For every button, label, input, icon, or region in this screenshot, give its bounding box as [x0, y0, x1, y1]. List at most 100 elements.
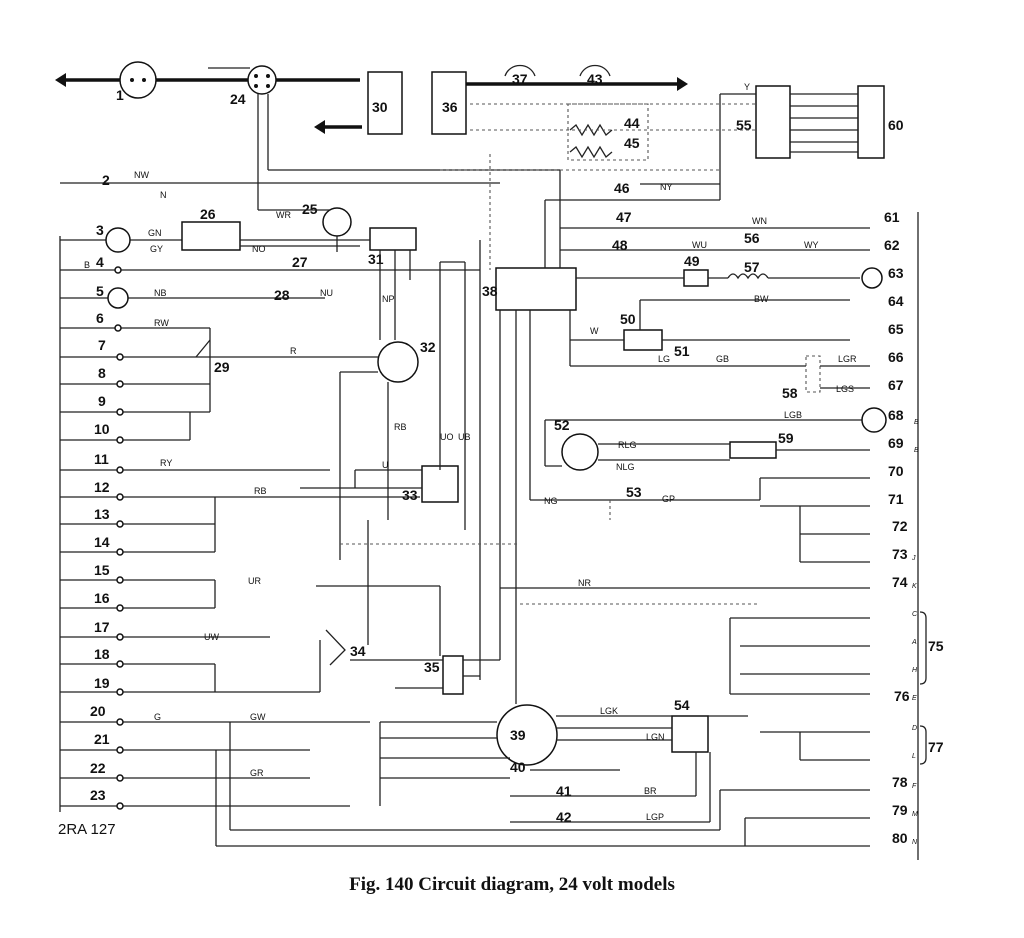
svg-text:25: 25 — [302, 201, 318, 217]
middle-wiring — [215, 93, 870, 847]
svg-text:47: 47 — [616, 209, 632, 225]
component-label-11: 11 — [94, 451, 109, 467]
component-49: 49 — [683, 253, 709, 287]
svg-text:50: 50 — [620, 311, 636, 327]
component-44: 44 45 — [567, 103, 649, 161]
component-label-3: 3 — [96, 222, 104, 238]
svg-text:G: G — [154, 712, 161, 722]
svg-text:B: B — [914, 419, 919, 426]
svg-text:75: 75 — [928, 638, 944, 654]
svg-text:H: H — [912, 667, 918, 674]
component-37: 37 — [504, 64, 536, 87]
svg-text:35: 35 — [424, 659, 440, 675]
component-label-13: 13 — [94, 506, 110, 522]
svg-text:28: 28 — [274, 287, 290, 303]
right-component-labels: 61 62 63 64 65 66 67 68 69 70 71 72 73 7… — [861, 209, 944, 846]
component-label-12: 12 — [94, 479, 110, 495]
svg-text:61: 61 — [884, 209, 900, 225]
svg-text:52: 52 — [554, 417, 570, 433]
svg-text:67: 67 — [888, 377, 904, 393]
svg-text:41: 41 — [556, 783, 572, 799]
svg-text:34: 34 — [350, 643, 366, 659]
svg-text:GP: GP — [662, 494, 675, 504]
svg-text:WY: WY — [804, 240, 819, 250]
svg-text:LGN: LGN — [646, 732, 665, 742]
svg-text:GW: GW — [250, 712, 266, 722]
component-24: 24 — [208, 65, 277, 107]
component-35: 35 — [424, 655, 464, 695]
svg-text:UB: UB — [458, 432, 471, 442]
svg-text:31: 31 — [368, 251, 384, 267]
component-30: 30 — [367, 71, 403, 135]
component-label-60: 60 — [888, 117, 904, 133]
svg-text:BW: BW — [754, 294, 769, 304]
component-label-43: 43 — [587, 71, 603, 87]
svg-text:NO: NO — [252, 244, 266, 254]
component-label-5: 5 — [96, 283, 104, 299]
svg-text:70: 70 — [888, 463, 904, 479]
component-label-37: 37 — [512, 71, 528, 87]
svg-text:RY: RY — [160, 458, 172, 468]
svg-text:62: 62 — [884, 237, 900, 253]
svg-text:BR: BR — [644, 786, 657, 796]
component-label-23: 23 — [90, 787, 106, 803]
svg-text:29: 29 — [214, 359, 230, 375]
right-brackets — [919, 611, 927, 765]
component-label-9: 9 — [98, 393, 106, 409]
svg-text:U: U — [382, 460, 389, 470]
svg-text:RLG: RLG — [618, 440, 637, 450]
component-34: 34 — [325, 629, 366, 666]
component-28: 28 — [274, 287, 290, 303]
svg-text:RB: RB — [254, 486, 267, 496]
component-1: 1 — [116, 61, 157, 103]
left-component-labels: 2 3 4 5 6 7 8 9 10 11 12 13 14 15 16 17 … — [90, 172, 131, 803]
component-label-15: 15 — [94, 562, 110, 578]
svg-text:N: N — [912, 839, 918, 846]
svg-text:LGB: LGB — [784, 410, 802, 420]
svg-text:56: 56 — [744, 230, 760, 246]
component-33: 33 — [402, 465, 459, 503]
component-5-body — [107, 287, 129, 309]
svg-text:B: B — [84, 260, 90, 270]
svg-text:38: 38 — [482, 283, 498, 299]
svg-text:53: 53 — [626, 484, 642, 500]
svg-text:66: 66 — [888, 349, 904, 365]
svg-text:D: D — [912, 725, 917, 732]
svg-text:UO: UO — [440, 432, 454, 442]
svg-text:RW: RW — [154, 318, 169, 328]
component-60: 60 — [857, 85, 904, 159]
component-label-7: 7 — [98, 337, 106, 353]
component-51: 51 — [674, 343, 690, 359]
component-43: 43 — [579, 64, 611, 87]
component-46: 46 — [614, 180, 630, 196]
svg-text:39: 39 — [510, 727, 526, 743]
svg-text:68: 68 — [888, 407, 904, 423]
component-label-21: 21 — [94, 731, 110, 747]
component-42: 42 — [556, 809, 572, 825]
component-3-body — [105, 227, 131, 253]
svg-text:NG: NG — [544, 496, 558, 506]
component-label-44: 44 — [624, 115, 640, 131]
svg-text:49: 49 — [684, 253, 700, 269]
component-label-17: 17 — [94, 619, 110, 635]
wire-code-labels: NW N GN GY NO NB NU RW R RY RB UR UW G G… — [84, 82, 857, 822]
reference-code: 2RA 127 — [58, 821, 116, 838]
svg-text:NY: NY — [660, 182, 673, 192]
component-47: 47 — [616, 209, 632, 225]
svg-text:32: 32 — [420, 339, 436, 355]
component-53: 53 — [626, 484, 642, 500]
component-label-30: 30 — [372, 99, 388, 115]
svg-text:58: 58 — [782, 385, 798, 401]
component-label-10: 10 — [94, 421, 110, 437]
component-55: 55 — [736, 85, 791, 159]
component-59: 59 — [729, 430, 794, 459]
svg-text:40: 40 — [510, 759, 526, 775]
component-27: 27 — [240, 245, 360, 270]
svg-text:E: E — [912, 695, 917, 702]
svg-text:74: 74 — [892, 574, 908, 590]
component-label-36: 36 — [442, 99, 458, 115]
component-label-55: 55 — [736, 117, 752, 133]
svg-text:77: 77 — [928, 739, 944, 755]
svg-text:C: C — [912, 611, 918, 618]
